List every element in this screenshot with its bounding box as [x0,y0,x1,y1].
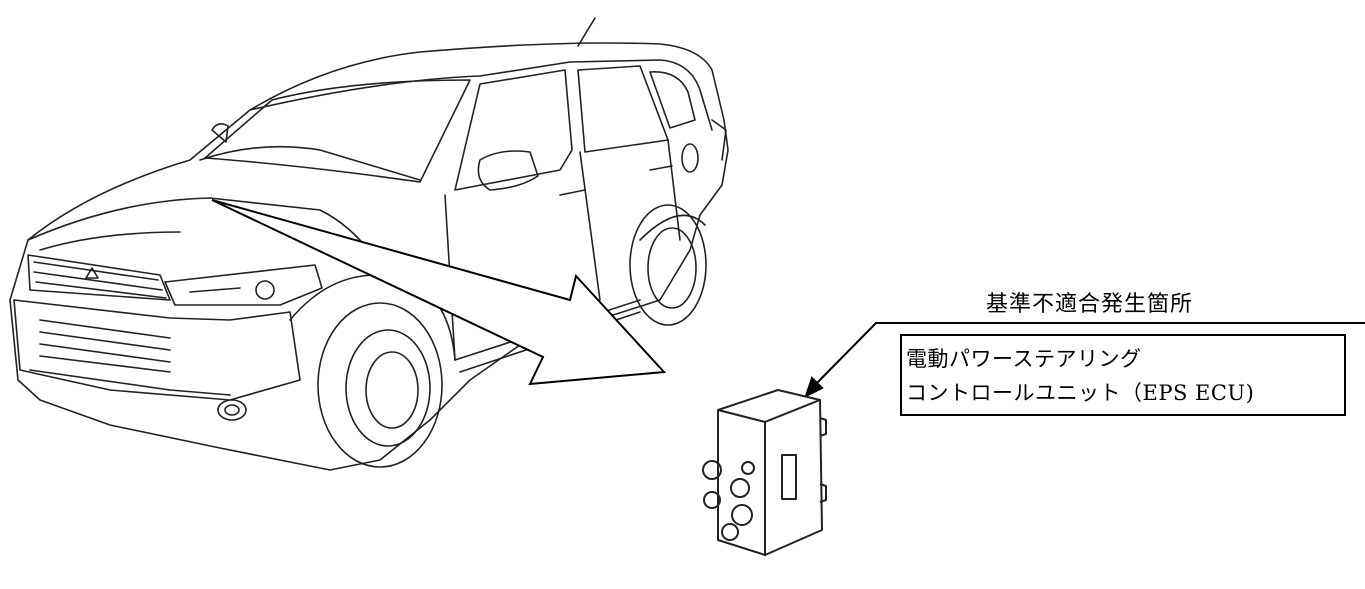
component-label-box: 電動パワーステアリング コントロールユニット（EPS ECU) [900,334,1346,416]
eps-ecu-illustration [702,389,827,556]
location-pointer-arrow [211,199,667,386]
component-name-line-2: コントロールユニット（EPS ECU) [906,381,1255,405]
callout-leader-arrow [804,322,1365,398]
callout-heading: 基準不適合発生箇所 [986,292,1194,317]
vehicle-illustration [9,17,729,471]
component-name-line-1: 電動パワーステアリング [906,347,1142,371]
